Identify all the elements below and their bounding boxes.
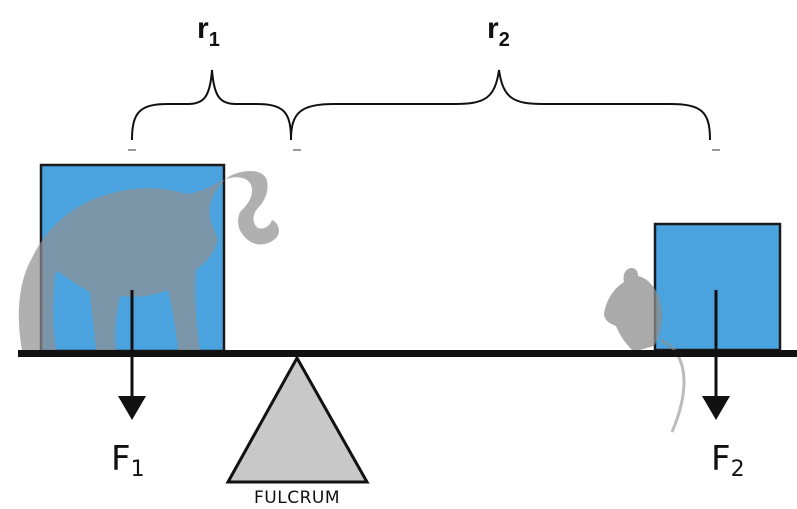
r2-subscript: 2 (499, 29, 510, 51)
f2-label: F2 (711, 439, 745, 482)
r2-label: r2 (487, 12, 510, 51)
lever-beam (18, 350, 797, 357)
r2-base: r (487, 12, 499, 45)
f2-force-arrow (702, 290, 730, 420)
f2-base: F (711, 439, 731, 479)
fulcrum-label: FULCRUM (254, 488, 340, 508)
elephant-silhouette-icon (18, 171, 279, 350)
f2-subscript: 2 (731, 457, 745, 482)
r1-brace (131, 69, 292, 141)
r2-brace (290, 69, 711, 141)
f1-subscript: 1 (131, 457, 145, 482)
r1-subscript: 1 (209, 29, 220, 51)
f1-base: F (111, 439, 131, 479)
f1-label: F1 (111, 439, 145, 482)
r1-label: r1 (197, 12, 220, 51)
f1-force-arrow (118, 290, 146, 420)
r1-base: r (197, 12, 209, 45)
mouse-silhouette-icon (604, 268, 686, 433)
fulcrum-triangle (225, 354, 370, 484)
